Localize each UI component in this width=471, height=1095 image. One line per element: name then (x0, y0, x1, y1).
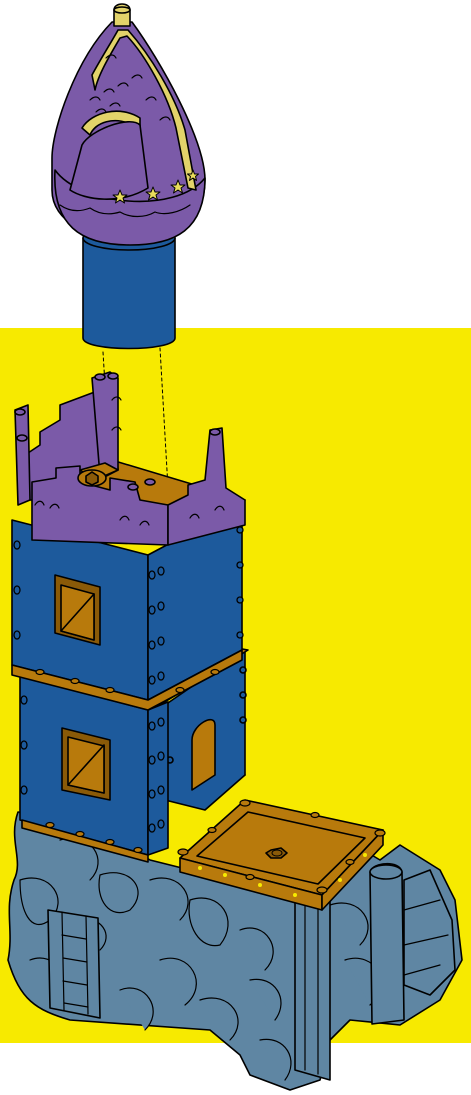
spire-roof-icon (52, 4, 205, 245)
ladder-wall-icon (48, 910, 100, 1018)
